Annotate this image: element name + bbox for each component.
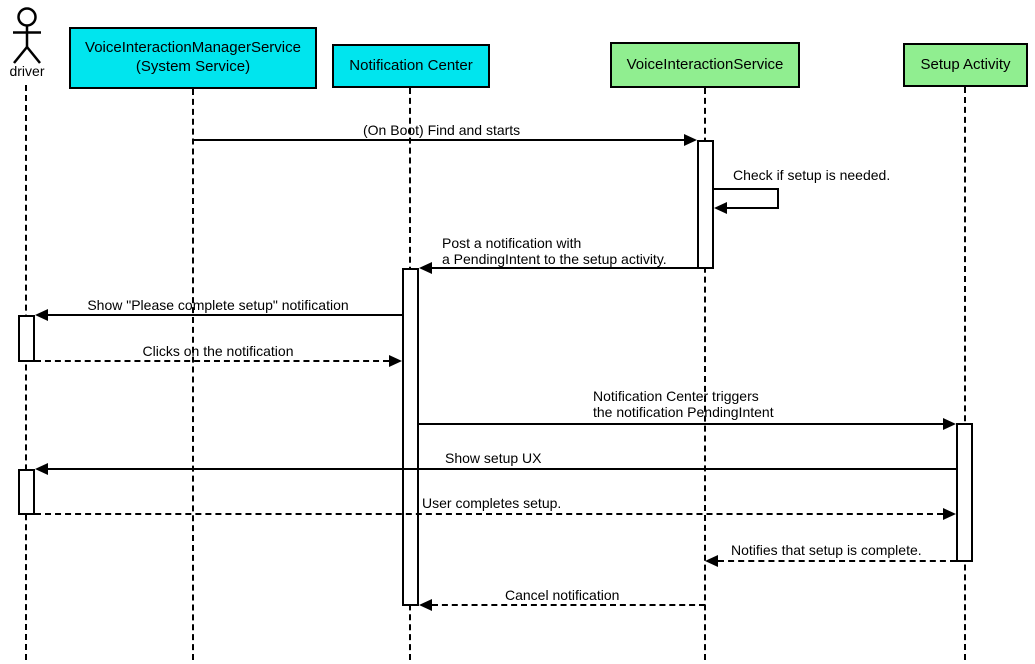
- lifeline-voice-interaction-manager-service: [192, 89, 194, 660]
- arrowhead-right-icon: [684, 134, 697, 146]
- arrowhead-left-icon: [705, 555, 718, 567]
- lifeline-driver: [25, 85, 27, 660]
- arrowhead-left-icon: [714, 202, 727, 214]
- message-line: [48, 468, 956, 470]
- message-line: [35, 360, 389, 362]
- message-line: [419, 423, 943, 425]
- activation-bar-driver-2: [18, 469, 35, 515]
- activation-bar-voice-interaction-service: [697, 140, 714, 269]
- arrowhead-left-icon: [419, 599, 432, 611]
- message-label-line2: the notification PendingIntent: [593, 404, 774, 420]
- message-label: Show "Please complete setup" notificatio…: [87, 297, 349, 313]
- message-line: [193, 139, 684, 141]
- stick-figure-icon: [13, 7, 41, 64]
- activation-bar-notification-center: [402, 268, 419, 606]
- arrowhead-right-icon: [943, 508, 956, 520]
- self-message-top-line: [714, 188, 779, 190]
- arrowhead-left-icon: [35, 463, 48, 475]
- message-label-line1: Post a notification with: [442, 235, 582, 251]
- message-label: Show setup UX: [445, 450, 542, 466]
- self-message-right-line: [777, 188, 779, 209]
- activation-bar-setup-activity: [956, 423, 973, 562]
- participant-label: VoiceInteractionManagerService: [85, 39, 301, 57]
- message-label: Clicks on the notification: [142, 343, 294, 359]
- message-line: [35, 513, 943, 515]
- participant-label: Setup Activity: [920, 55, 1011, 73]
- participant-voice-interaction-service: VoiceInteractionService: [610, 42, 800, 88]
- message-label: (On Boot) Find and starts: [363, 122, 521, 138]
- message-label: User completes setup.: [422, 495, 562, 511]
- arrowhead-left-icon: [419, 262, 432, 274]
- lifeline-setup-activity: [964, 87, 966, 660]
- activation-bar-driver-1: [18, 315, 35, 362]
- participant-label: VoiceInteractionService: [626, 55, 784, 73]
- lifeline-voice-interaction-service: [704, 88, 706, 660]
- message-label-line2: a PendingIntent to the setup activity.: [442, 251, 667, 267]
- message-label: Cancel notification: [505, 587, 620, 603]
- participant-label: Notification Center: [349, 56, 473, 74]
- arrowhead-right-icon: [943, 418, 956, 430]
- participant-voice-interaction-manager-service: VoiceInteractionManagerService (System S…: [69, 27, 317, 89]
- participant-setup-activity: Setup Activity: [903, 43, 1028, 87]
- message-line: [432, 267, 697, 269]
- self-message-bottom-line: [727, 207, 779, 209]
- actor-label: driver: [9, 63, 45, 79]
- message-label: Check if setup is needed.: [733, 167, 891, 183]
- arrowhead-right-icon: [389, 355, 402, 367]
- participant-sublabel: (System Service): [135, 58, 251, 75]
- message-label: Notifies that setup is complete.: [731, 542, 922, 558]
- message-line: [48, 314, 402, 316]
- message-line: [718, 560, 956, 562]
- participant-notification-center: Notification Center: [332, 44, 490, 88]
- message-line: [432, 604, 705, 606]
- message-label-line1: Notification Center triggers: [593, 388, 759, 404]
- arrowhead-left-icon: [35, 309, 48, 321]
